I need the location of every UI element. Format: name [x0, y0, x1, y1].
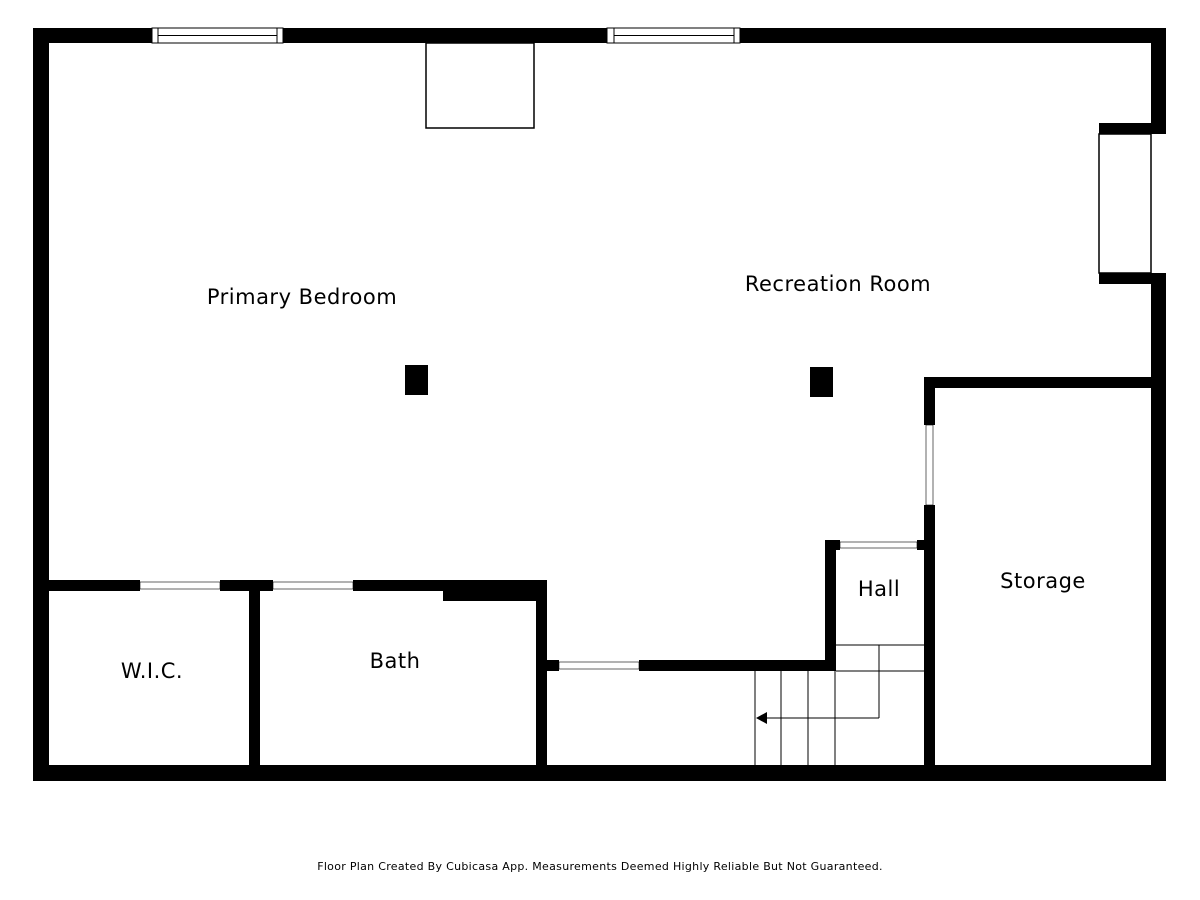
wall-left — [33, 28, 49, 781]
label-wic: W.I.C. — [121, 659, 183, 683]
right-bumpout — [1098, 123, 1166, 284]
wall-bottom — [33, 765, 1166, 781]
label-bath: Bath — [370, 649, 421, 673]
stairs — [754, 644, 924, 766]
wall-bath-right — [536, 580, 547, 780]
window-top-left — [151, 27, 284, 44]
wall-right-lower — [1151, 278, 1166, 781]
footer-credit: Floor Plan Created By Cubicasa App. Meas… — [317, 860, 883, 873]
door-hall — [839, 541, 918, 549]
wall-right-upper — [1151, 28, 1166, 128]
wall-hall-left — [825, 540, 836, 671]
wall-storage-left-lower — [924, 505, 935, 780]
wall-hall-top-left — [825, 540, 840, 550]
top-box — [425, 42, 535, 129]
door-corridor — [558, 661, 640, 670]
label-hall: Hall — [858, 577, 900, 601]
window-top-right — [606, 27, 741, 44]
wall-storage-top — [924, 377, 1151, 388]
door-bath — [272, 581, 354, 590]
column-right — [810, 367, 833, 397]
wall-wic-bath — [249, 580, 260, 780]
bedroom-lower-wall — [33, 580, 546, 601]
outer-walls — [33, 28, 1166, 781]
wall-storage-left-upper — [924, 377, 935, 425]
column-left — [405, 365, 428, 395]
label-recreation-room: Recreation Room — [745, 272, 931, 296]
stairs-arrow-icon — [756, 712, 767, 724]
label-primary-bedroom: Primary Bedroom — [207, 285, 397, 309]
door-storage — [925, 424, 934, 506]
corridor-wall — [546, 660, 836, 671]
label-storage: Storage — [1000, 569, 1086, 593]
door-wic — [139, 581, 221, 590]
wall-top — [33, 28, 1166, 43]
